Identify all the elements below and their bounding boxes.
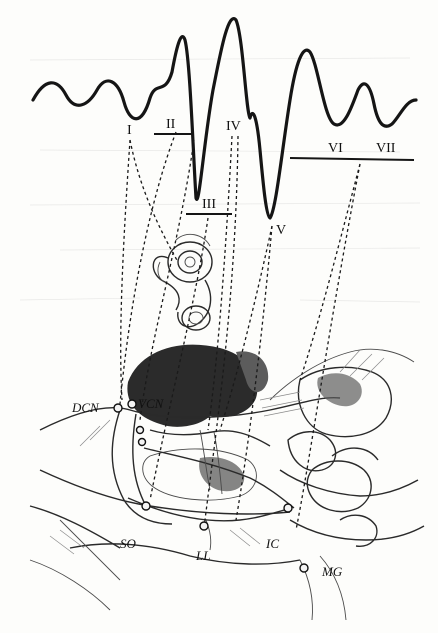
pathway-marker bbox=[139, 439, 146, 446]
background-texture bbox=[20, 58, 420, 302]
brainstem-drawing bbox=[30, 345, 424, 620]
latency-bar-vi-vii bbox=[290, 158, 414, 160]
label-mg: MG bbox=[321, 564, 343, 579]
peak-label-v: V bbox=[276, 223, 286, 238]
peak-label-ii: II bbox=[166, 117, 176, 132]
peak-label-vii: VII bbox=[376, 141, 396, 156]
mg-nucleus-marker bbox=[300, 564, 308, 572]
dcn-nucleus-marker bbox=[114, 404, 122, 412]
vcn-nucleus-marker bbox=[128, 400, 136, 408]
ic-nucleus-marker bbox=[284, 504, 292, 512]
peak-label-iv: IV bbox=[226, 119, 241, 134]
peak-label-i: I bbox=[127, 123, 132, 138]
label-so: SO bbox=[120, 536, 137, 551]
peak-label-iii: III bbox=[202, 197, 216, 212]
so-nucleus-marker bbox=[142, 502, 150, 510]
label-dcn: DCN bbox=[71, 400, 100, 415]
label-ll: LL bbox=[195, 548, 210, 563]
label-ic: IC bbox=[265, 536, 279, 551]
label-vcn: VCN bbox=[138, 396, 165, 411]
peak-label-vi: VI bbox=[328, 141, 343, 156]
vcn-inner-marker bbox=[137, 427, 144, 434]
abr-waveform-trace bbox=[33, 19, 416, 218]
ll-nucleus-marker bbox=[200, 522, 208, 530]
